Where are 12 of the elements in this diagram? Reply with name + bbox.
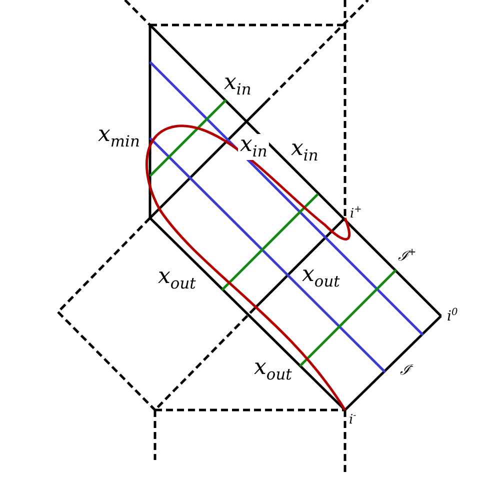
coordinate-label: x$_{out}$ (158, 266, 196, 292)
boundary-label: ℐ$^{-}$ (400, 362, 414, 378)
coordinate-label: x$_{out}$ (302, 264, 340, 290)
point-label: i$^{-}$ (349, 412, 356, 426)
coordinate-label: x$_{in}$ (224, 72, 252, 98)
coordinate-label: x$_{in}$ (291, 138, 318, 164)
point-label: i$^{+}$ (350, 206, 362, 220)
coordinate-label: x$_{min}$ (98, 124, 140, 150)
coordinate-label: x$_{out}$ (254, 357, 292, 383)
point-label: i$^{0}$ (447, 308, 458, 324)
boundary-label: ℐ$^{+}$ (398, 248, 416, 264)
coordinate-label: x$_{in}$ (238, 134, 270, 160)
